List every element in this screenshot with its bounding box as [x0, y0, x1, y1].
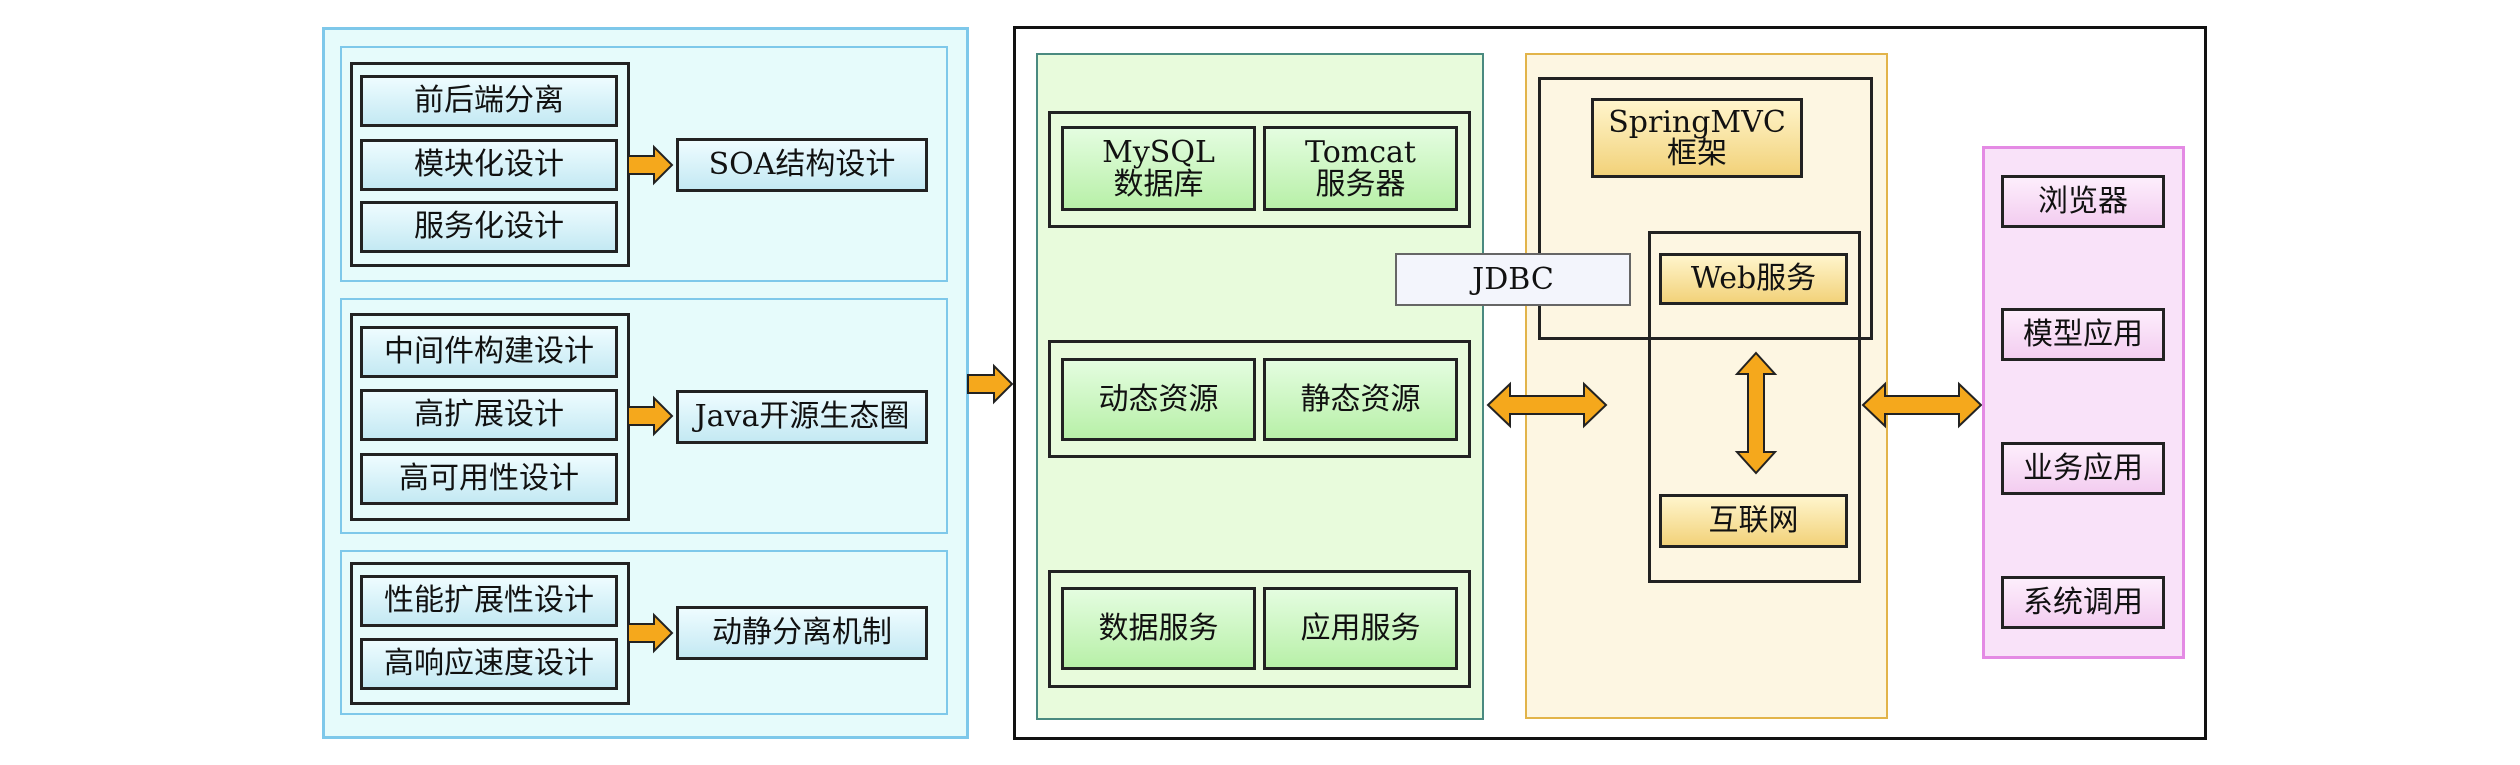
- item-frontend-backend-separation: 前后端分离: [360, 75, 618, 127]
- dynamic-resources-box: 动态资源: [1061, 358, 1256, 441]
- data-service-box: 数据服务: [1061, 587, 1256, 670]
- arrow-right-icon: [627, 144, 674, 186]
- double-arrow-horizontal-icon: [1861, 381, 1983, 429]
- springmvc-framework-box: SpringMVC 框架: [1591, 98, 1803, 178]
- result-static-dynamic-separation: 动静分离机制: [676, 606, 928, 660]
- internet-box: 互联网: [1659, 494, 1848, 548]
- system-call-box: 系统调用: [2001, 576, 2165, 629]
- browser-box: 浏览器: [2001, 175, 2165, 228]
- double-arrow-horizontal-icon: [1486, 381, 1608, 429]
- web-service-box: Web服务: [1659, 253, 1848, 305]
- application-service-box: 应用服务: [1263, 587, 1458, 670]
- arrow-right-icon: [627, 612, 674, 654]
- business-application-box: 业务应用: [2001, 442, 2165, 495]
- item-service-design: 服务化设计: [360, 201, 618, 253]
- jdbc-label: JDBC: [1395, 253, 1631, 306]
- tomcat-server-box: Tomcat 服务器: [1263, 126, 1458, 211]
- item-modular-design: 模块化设计: [360, 139, 618, 191]
- client-application-panel: [1982, 146, 2185, 659]
- double-arrow-vertical-icon: [1734, 351, 1778, 475]
- item-high-scalability: 高扩展设计: [360, 389, 618, 441]
- item-high-availability: 高可用性设计: [360, 453, 618, 505]
- static-resources-box: 静态资源: [1263, 358, 1458, 441]
- mysql-database-box: MySQL 数据库: [1061, 126, 1256, 211]
- item-middleware-design: 中间件构建设计: [360, 326, 618, 378]
- arrow-right-icon: [627, 395, 674, 437]
- item-performance-scalability: 性能扩展性设计: [360, 575, 618, 627]
- model-application-box: 模型应用: [2001, 308, 2165, 361]
- arrow-right-icon: [967, 363, 1014, 405]
- springmvc-frame: [1538, 77, 1873, 340]
- result-soa-design: SOA结构设计: [676, 138, 928, 192]
- web-service-frame: [1648, 231, 1861, 583]
- result-java-ecosystem: Java开源生态圈: [676, 390, 928, 444]
- item-high-response-speed: 高响应速度设计: [360, 638, 618, 690]
